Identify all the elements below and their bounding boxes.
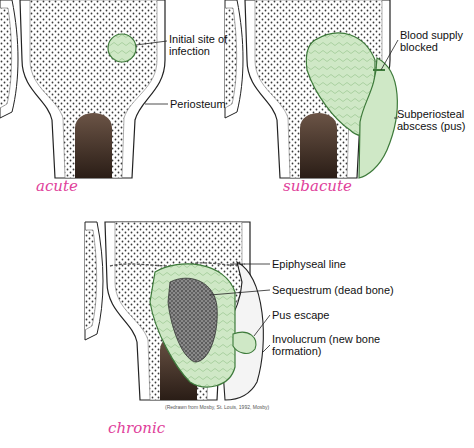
callout-label: Pus escape <box>272 309 372 321</box>
stage-label: acute <box>36 178 96 195</box>
leader-line <box>254 315 270 336</box>
callout-label: Initial site of infection <box>169 33 231 58</box>
callout-label: Periosteum <box>170 98 230 110</box>
callout-label: Involucrum (new bone formation) <box>272 333 384 358</box>
leader-line <box>263 345 270 352</box>
blocked-vessel <box>373 69 385 71</box>
abscess-cavity <box>150 264 235 387</box>
chronic-bone <box>85 222 263 400</box>
leader-line <box>381 40 398 70</box>
stage-label: chronic <box>108 420 188 437</box>
stage-label: subacute <box>283 178 363 195</box>
sequestrum <box>168 278 217 362</box>
leader-line <box>210 290 270 295</box>
callout-label: Blood supply blocked <box>400 29 472 54</box>
callout-label: Epiphyseal line <box>272 258 402 270</box>
leader-line <box>136 41 167 45</box>
leader-line <box>145 104 168 105</box>
infection-site <box>108 34 136 62</box>
subperiosteal-abscess <box>359 58 397 178</box>
subacute-bone <box>225 0 397 178</box>
callout-label: Subperiosteal abscess (pus) <box>397 108 473 133</box>
pus-escape <box>233 332 256 353</box>
acute-bone <box>0 0 165 178</box>
leader-line <box>230 264 270 265</box>
credit-text: (Redrawn from Mosby, St. Louis, 1992, Mo… <box>165 405 365 411</box>
callout-label: Sequestrum (dead bone) <box>272 284 422 296</box>
